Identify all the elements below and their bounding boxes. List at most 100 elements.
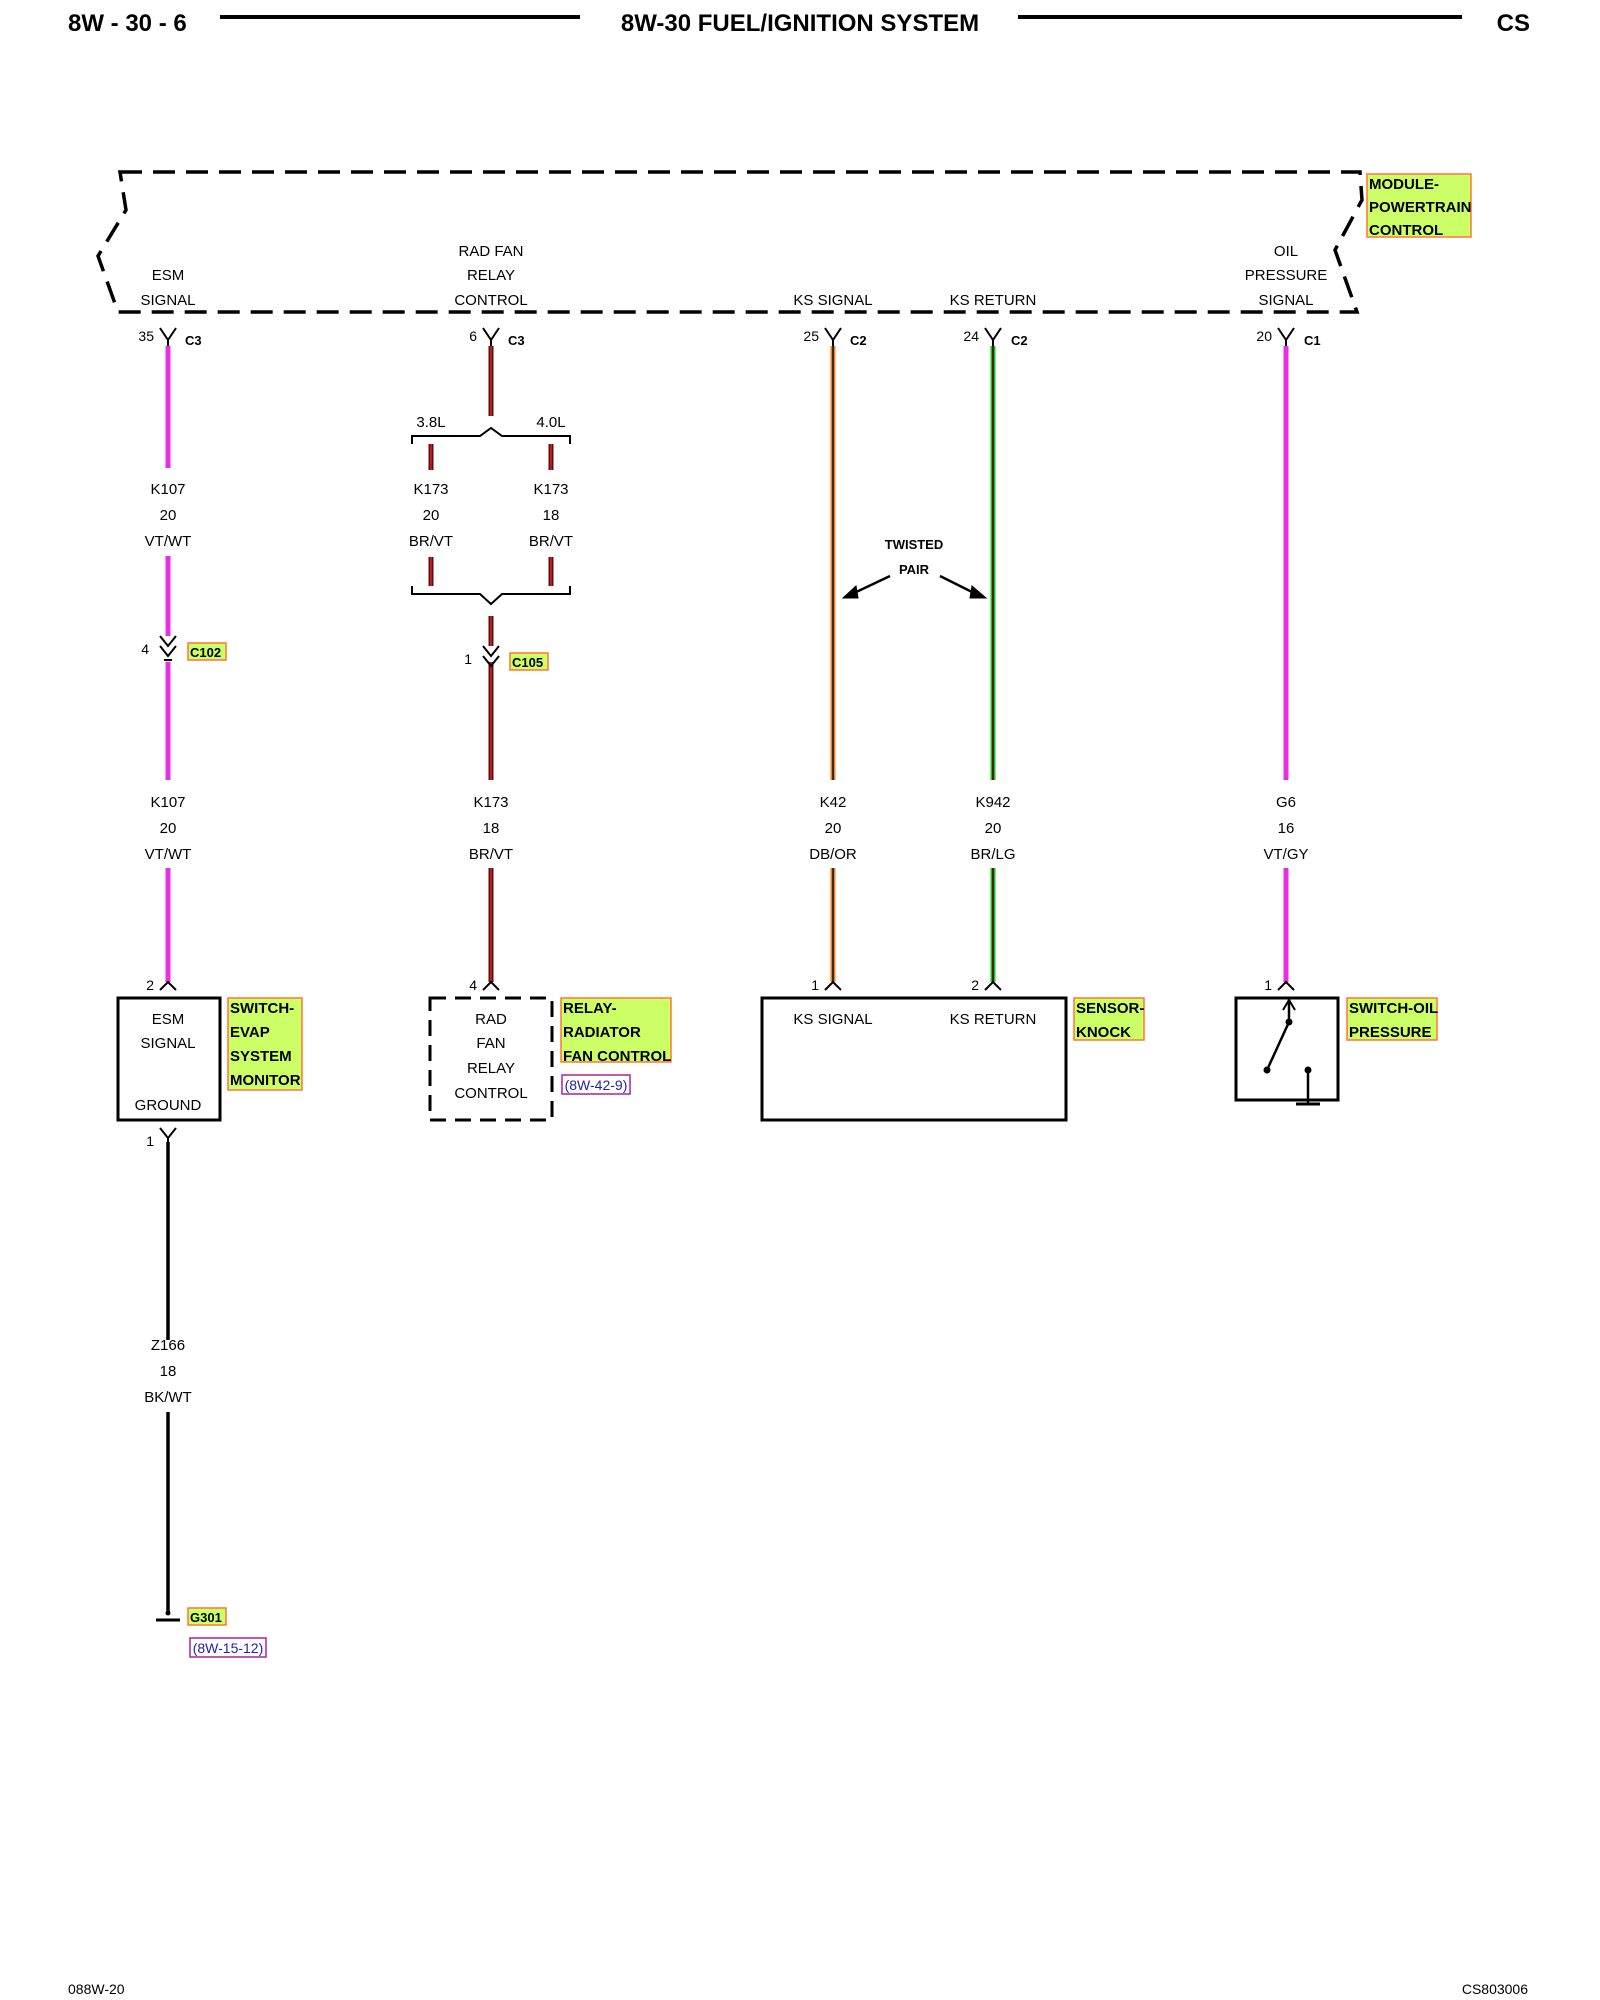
- c102-highlight: [187, 642, 227, 661]
- conn-radfan: C3: [508, 333, 525, 348]
- relay-text-line4: CONTROL: [454, 1085, 527, 1102]
- evap-switch-ground-text: GROUND: [135, 1097, 202, 1114]
- pin-ks-return: 24: [963, 328, 979, 344]
- evap-switch-name-line2: EVAP: [230, 1024, 270, 1041]
- evap-switch-pin: 2: [146, 977, 154, 993]
- c102-connector-icon: [159, 635, 177, 661]
- evap-switch-ground-pin: 1: [146, 1133, 154, 1149]
- wire-k942-color: BR/LG: [970, 846, 1015, 863]
- pcm-pin-oil-line2: PRESSURE: [1245, 267, 1328, 284]
- conn-oil: C1: [1304, 333, 1321, 348]
- relay-text-line2: FAN: [476, 1035, 505, 1052]
- device-pins: 2 4 1 2 1: [146, 977, 1295, 993]
- evap-switch-text-line2: SIGNAL: [140, 1035, 195, 1052]
- c102-pin: 4: [141, 641, 149, 657]
- page-footer: 088W-20 CS803006: [68, 1981, 1528, 1997]
- pcm-name-line3: CONTROL: [1369, 222, 1443, 239]
- footer-left-code: 088W-20: [68, 1981, 125, 1997]
- pin-ks-signal: 25: [803, 328, 819, 344]
- wire-k942-id: K942: [975, 794, 1010, 811]
- page-code: CS: [1497, 10, 1530, 37]
- wire-k173-lower-color: BR/VT: [469, 846, 513, 863]
- relay-name-line2: RADIATOR: [563, 1024, 641, 1041]
- evap-switch: ESM SIGNAL GROUND SWITCH- EVAP SYSTEM MO…: [116, 996, 303, 1149]
- relay-ref-box[interactable]: [561, 1074, 631, 1095]
- knock-sensor-name-highlight: [1073, 997, 1145, 1041]
- wire-g6-color: VT/GY: [1263, 846, 1308, 863]
- wire-k173-left-gauge: 20: [423, 507, 440, 524]
- relay-name-line3: FAN CONTROL: [563, 1048, 671, 1065]
- knock-sensor: KS SIGNAL KS RETURN SENSOR- KNOCK: [760, 996, 1145, 1122]
- pin-esm: 35: [138, 328, 154, 344]
- wire-k173-right-gauge: 18: [543, 507, 560, 524]
- pcm-pin-oil-line1: OIL: [1274, 243, 1298, 260]
- wire-k173-left-color: BR/VT: [409, 533, 453, 550]
- pcm-name-highlight: [1366, 173, 1472, 238]
- page-number: 8W - 30 - 6: [68, 10, 187, 37]
- evap-switch-box: [116, 996, 222, 1122]
- engine-split: 3.8L 4.0L: [411, 414, 571, 606]
- pcm-name-line2: POWERTRAIN: [1369, 199, 1472, 216]
- wire-k107-upper-id: K107: [150, 481, 185, 498]
- wire-k173-lower-id: K173: [473, 794, 508, 811]
- g301-highlight: [187, 1607, 227, 1626]
- wire-k107-lower-gauge: 20: [160, 820, 177, 837]
- oil-switch-name-highlight: [1346, 997, 1438, 1041]
- wire-z166-id: Z166: [151, 1337, 185, 1354]
- pcm-pin-radfan-line3: CONTROL: [454, 292, 527, 309]
- relay-ref-link[interactable]: (8W-42-9): [565, 1077, 628, 1093]
- knock-sensor-name-line2: KNOCK: [1076, 1024, 1131, 1041]
- pcm-name-line1: MODULE-: [1369, 176, 1439, 193]
- evap-switch-text-line1: ESM: [152, 1011, 185, 1028]
- wires: [165, 346, 1289, 1612]
- page-title: 8W-30 FUEL/IGNITION SYSTEM: [621, 10, 979, 37]
- oil-switch-box: [1234, 996, 1340, 1102]
- relay-name-highlight: [560, 997, 672, 1063]
- inline-connectors: 4 C102 1 C105: [141, 635, 549, 671]
- pcm-pin-ks-return: KS RETURN: [950, 292, 1037, 309]
- pcm-module: MODULE- POWERTRAIN CONTROL ESM SIGNAL RA…: [96, 170, 1472, 314]
- wire-k42-gauge: 20: [825, 820, 842, 837]
- c102-name: C102: [190, 645, 221, 660]
- wire-k107-upper-color: VT/WT: [145, 533, 192, 550]
- twisted-pair-line1: TWISTED: [885, 537, 944, 552]
- ground-g301: G301 (8W-15-12): [156, 1607, 267, 1658]
- wire-k107-upper-gauge: 20: [160, 507, 177, 524]
- relay-pin: 4: [469, 977, 477, 993]
- oil-switch-pin: 1: [1264, 977, 1272, 993]
- pcm-pin-ks-signal: KS SIGNAL: [793, 292, 872, 309]
- relay-box: [428, 996, 554, 1122]
- pcm-connectors: 35 C3 6 C3 25 C2 24 C2 20 C1: [138, 327, 1321, 348]
- twisted-pair-callout: TWISTED PAIR: [841, 537, 988, 599]
- page-header: 8W - 30 - 6 8W-30 FUEL/IGNITION SYSTEM C…: [68, 10, 1530, 37]
- wire-k107-lower-color: VT/WT: [145, 846, 192, 863]
- evap-switch-name-highlight: [227, 997, 303, 1091]
- conn-esm: C3: [185, 333, 202, 348]
- oil-pressure-switch: SWITCH-OIL PRESSURE: [1234, 996, 1438, 1106]
- evap-switch-name-line1: SWITCH-: [230, 1000, 294, 1017]
- engine-split-left: 3.8L: [416, 414, 445, 431]
- conn-ks-return: C2: [1011, 333, 1028, 348]
- pin-radfan: 6: [469, 328, 477, 344]
- wire-g6-id: G6: [1276, 794, 1296, 811]
- knock-sensor-return-text: KS RETURN: [950, 1011, 1037, 1028]
- engine-split-right: 4.0L: [536, 414, 565, 431]
- pcm-pin-radfan-line1: RAD FAN: [458, 243, 523, 260]
- wire-k42-color: DB/OR: [809, 846, 857, 863]
- wire-g6-gauge: 16: [1278, 820, 1295, 837]
- conn-ks-signal: C2: [850, 333, 867, 348]
- relay-name-line1: RELAY-: [563, 1000, 617, 1017]
- pcm-pin-oil-line3: SIGNAL: [1258, 292, 1313, 309]
- c105-highlight: [509, 652, 549, 671]
- radiator-fan-relay: RAD FAN RELAY CONTROL RELAY- RADIATOR FA…: [428, 996, 672, 1122]
- knock-sensor-return-pin: 2: [971, 977, 979, 993]
- evap-switch-name-line3: SYSTEM: [230, 1048, 292, 1065]
- wire-z166-color: BK/WT: [144, 1389, 192, 1406]
- ground-ref-link[interactable]: (8W-15-12): [193, 1640, 264, 1656]
- c105-pin: 1: [464, 651, 472, 667]
- knock-sensor-name-line1: SENSOR-: [1076, 1000, 1144, 1017]
- ground-ref-box[interactable]: [189, 1637, 267, 1658]
- wire-z166-gauge: 18: [160, 1363, 177, 1380]
- pcm-pin-radfan-line2: RELAY: [467, 267, 515, 284]
